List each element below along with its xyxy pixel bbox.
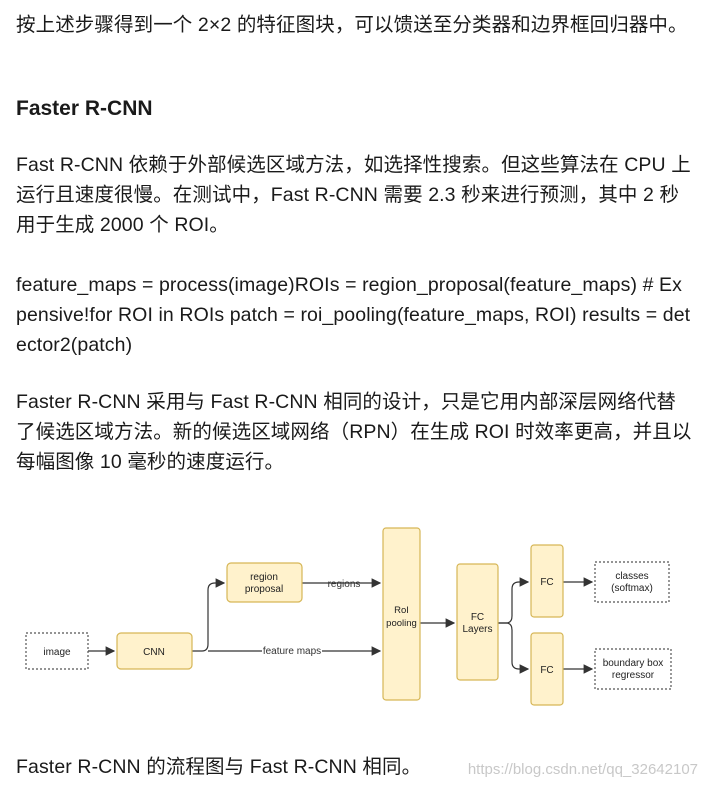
intro-paragraph: 按上述步骤得到一个 2×2 的特征图块，可以馈送至分类器和边界框回归器中。	[16, 14, 688, 36]
node-region-proposal: region proposal	[226, 562, 303, 603]
node-bbox-regressor: boundary box regressor	[594, 648, 672, 690]
edge-fc-top	[498, 577, 530, 624]
edge-label-regions: regions	[328, 579, 361, 590]
node-fc-top-label: FC	[540, 577, 553, 588]
node-bbox-label-1: boundary box	[603, 658, 664, 669]
node-fc-layers-label-2: Layers	[462, 624, 492, 635]
closing-paragraph: Faster R-CNN 的流程图与 Fast R-CNN 相同。	[16, 756, 422, 778]
node-bbox-label-2: regressor	[612, 670, 655, 681]
edge-cnn-region	[192, 578, 226, 652]
node-cnn-label: CNN	[143, 647, 165, 658]
watermark: https://blog.csdn.net/qq_32642107	[467, 761, 698, 778]
node-fc-layers: FC Layers	[456, 563, 499, 681]
node-roi-label-2: pooling	[386, 618, 417, 629]
code-paragraph: feature_maps = process(image)ROIs = regi…	[16, 274, 691, 356]
node-image-label: image	[43, 647, 71, 658]
edge-fc-bottom	[498, 622, 530, 674]
node-roi-pooling: RoI pooling	[382, 527, 421, 701]
faster-rcnn-paragraph: Faster R-CNN 采用与 Fast R-CNN 相同的设计，只是它用内部…	[16, 391, 692, 473]
fast-rcnn-paragraph: Fast R-CNN 依赖于外部候选区域方法，如选择性搜索。但这些算法在 CPU…	[16, 154, 691, 236]
node-fc-bottom-label: FC	[540, 665, 553, 676]
node-region-label-2: proposal	[245, 584, 283, 595]
section-heading: Faster R-CNN	[16, 97, 153, 120]
node-fc-top: FC	[530, 544, 564, 618]
node-region-label-1: region	[250, 572, 278, 583]
node-roi-label-1: RoI	[394, 605, 409, 616]
edge-label-feature-maps: feature maps	[263, 646, 321, 657]
node-image: image	[25, 632, 89, 670]
node-classes: classes (softmax)	[594, 561, 670, 603]
node-classes-label-2: (softmax)	[611, 583, 653, 594]
faster-rcnn-flow-diagram: regions feature maps image CNN region pr…	[25, 527, 672, 706]
node-fc-bottom: FC	[530, 632, 564, 706]
node-fc-layers-label-1: FC	[471, 612, 484, 623]
node-cnn: CNN	[116, 632, 193, 670]
node-classes-label-1: classes	[615, 571, 648, 582]
